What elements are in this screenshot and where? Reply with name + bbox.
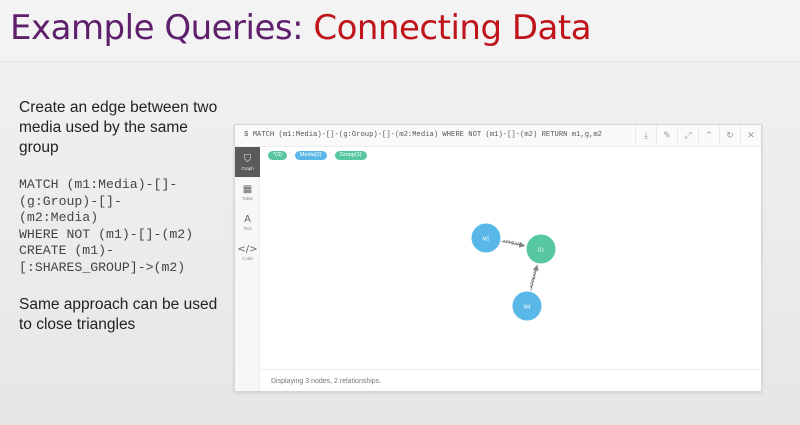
label-tags: *(3) Media(2) Group(1)	[268, 151, 367, 161]
view-table-label: Table	[242, 195, 253, 201]
command-bar: $ MATCH (m1:Media)-[]-(g:Group)-[]-(m2:M…	[235, 125, 761, 147]
code-icon: </>	[237, 243, 258, 255]
slide-text-column: Create an edge between two media used by…	[19, 98, 219, 335]
cypher-code: MATCH (m1:Media)-[]- (g:Group)-[]- (m2:M…	[19, 177, 194, 275]
slide-title-part1: Example Queries:	[10, 8, 314, 48]
close-icon[interactable]: ✕	[740, 125, 761, 147]
neo4j-result-frame: $ MATCH (m1:Media)-[]-(g:Group)-[]-(m2:M…	[234, 124, 762, 392]
status-text: Displaying 3 nodes, 2 relationships.	[271, 378, 382, 385]
view-code-label: Code	[242, 255, 253, 261]
collapse-icon[interactable]: ⌃	[698, 125, 719, 147]
graph-node-m4[interactable]	[511, 290, 543, 322]
frame-toolbar: ⤓ ✎ ⤢ ⌃ ↻ ✕	[635, 125, 761, 147]
refresh-icon[interactable]: ↻	[719, 125, 740, 147]
slide-title: Example Queries: Connecting Data	[10, 8, 592, 48]
expand-icon[interactable]: ⤢	[677, 125, 698, 147]
view-sidebar: ⛉ Graph ▦ Table A Text </> Code	[235, 147, 260, 391]
pin-icon[interactable]: ✎	[656, 125, 677, 147]
view-graph-button[interactable]: ⛉ Graph	[235, 147, 260, 177]
view-code-button[interactable]: </> Code	[235, 237, 260, 267]
graph-node-m1[interactable]	[470, 222, 502, 254]
graph-node-g1[interactable]	[525, 233, 557, 265]
graph-node-label: M1	[483, 236, 490, 242]
status-bar: Displaying 3 nodes, 2 relationships.	[261, 369, 761, 391]
relationship-edge[interactable]	[500, 240, 526, 248]
tag-group[interactable]: Group(1)	[334, 151, 367, 160]
title-bar: Example Queries: Connecting Data	[0, 0, 800, 62]
relationship-edge[interactable]	[530, 264, 539, 292]
view-graph-label: Graph	[241, 165, 254, 171]
graph-node-label: M4	[524, 304, 531, 310]
graph-icon: ⛉	[243, 153, 252, 165]
slide-description: Create an edge between two media used by…	[19, 99, 218, 156]
relationship-label: APPEAR...	[502, 239, 525, 248]
view-text-button[interactable]: A Text	[235, 207, 260, 237]
view-table-button[interactable]: ▦ Table	[235, 177, 260, 207]
tag-all-nodes[interactable]: *(3)	[268, 151, 287, 160]
slide-note: Same approach can be used to close trian…	[19, 295, 218, 333]
graph-node-label: G1	[538, 247, 545, 253]
text-icon: A	[244, 213, 251, 225]
table-icon: ▦	[242, 183, 253, 195]
download-icon[interactable]: ⤓	[635, 125, 656, 147]
slide-title-part2: Connecting Data	[313, 8, 592, 48]
relationship-label: APPEAR...	[529, 266, 539, 289]
query-text[interactable]: $ MATCH (m1:Media)-[]-(g:Group)-[]-(m2:M…	[244, 131, 602, 139]
view-text-label: Text	[243, 225, 252, 231]
tag-media[interactable]: Media(2)	[294, 151, 327, 160]
